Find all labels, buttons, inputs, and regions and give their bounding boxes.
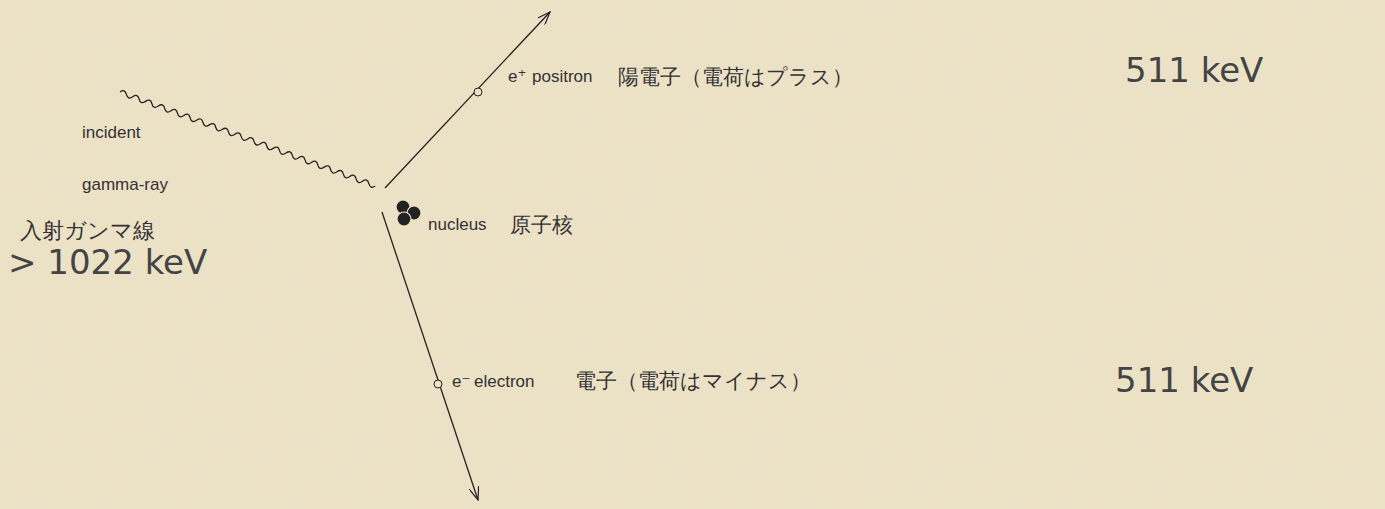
particle-name-ja: 陽電子（電荷はプラス） (618, 66, 853, 89)
nucleus-label: nucleus (428, 216, 487, 235)
gamma-label-ja: 入射ガンマ線 (20, 219, 155, 243)
particle-symbol: e⁺ (508, 68, 526, 87)
positron-dot (474, 88, 482, 96)
gamma-label: incident (82, 124, 141, 143)
energy-threshold: > 1022 keV (8, 244, 207, 281)
positron-track (385, 12, 550, 188)
particle-symbol: e⁻ (452, 373, 470, 392)
nucleus-symbol (396, 200, 421, 226)
nucleus-label-ja: 原子核 (510, 214, 573, 237)
gamma-ray-wave (119, 90, 376, 189)
particle-name: electron (474, 373, 534, 392)
energy-value: 511 keV (1125, 52, 1263, 89)
electron-track (382, 212, 478, 500)
energy-value: 511 keV (1115, 362, 1253, 399)
gamma-label: gamma-ray (82, 176, 168, 195)
particle-name: positron (532, 68, 592, 87)
electron-dot (434, 380, 442, 388)
particle-name-ja: 電子（電荷はマイナス） (575, 370, 811, 393)
